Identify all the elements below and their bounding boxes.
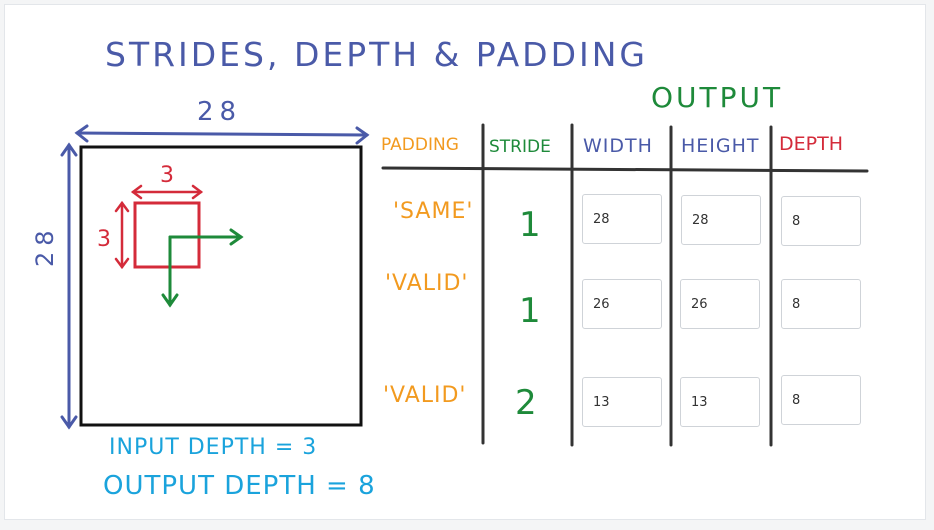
filter-square [133,201,201,269]
input-depth-label: INPUT DEPTH = 3 [109,435,318,460]
row-1-padding: 'SAME' [393,199,474,224]
row-3-stride: 2 [515,383,538,423]
input-height-arrow [60,142,78,430]
row-2-padding: 'VALID' [385,271,469,296]
input-volume [79,145,363,427]
sketch [60,123,869,447]
row-2-stride: 1 [519,291,542,331]
header-depth: DEPTH [779,133,843,155]
input-width-label: 28 [197,97,243,127]
row-1-stride: 1 [519,205,542,245]
row-1-height-input[interactable] [681,195,761,245]
whiteboard: STRIDES, DEPTH & PADDING OUTPUT [4,4,926,520]
filter-height-label: 3 [97,227,112,252]
filter-width-arrow [130,184,204,200]
stride-arrows [161,228,244,308]
row-3-padding: 'VALID' [383,383,467,408]
header-padding: PADDING [381,135,459,155]
page-title: STRIDES, DEPTH & PADDING [105,35,648,74]
row-2-depth-input[interactable] [781,279,861,329]
input-height-label: 28 [31,224,59,267]
header-height: HEIGHT [681,135,760,157]
filter-height-arrow [114,200,130,270]
row-2-width-input[interactable] [582,279,662,329]
input-width-arrow [74,124,370,145]
table-grid [381,123,869,447]
row-3-depth-input[interactable] [781,375,861,425]
row-1-width-input[interactable] [582,194,662,244]
output-heading: OUTPUT [651,81,784,114]
row-1-depth-input[interactable] [781,196,861,246]
row-3-height-input[interactable] [680,377,760,427]
filter-width-label: 3 [160,163,175,188]
header-width: WIDTH [583,135,653,157]
row-3-width-input[interactable] [582,377,662,427]
row-2-height-input[interactable] [680,279,760,329]
output-depth-label: OUTPUT DEPTH = 8 [103,471,376,501]
header-stride: STRIDE [489,137,551,157]
